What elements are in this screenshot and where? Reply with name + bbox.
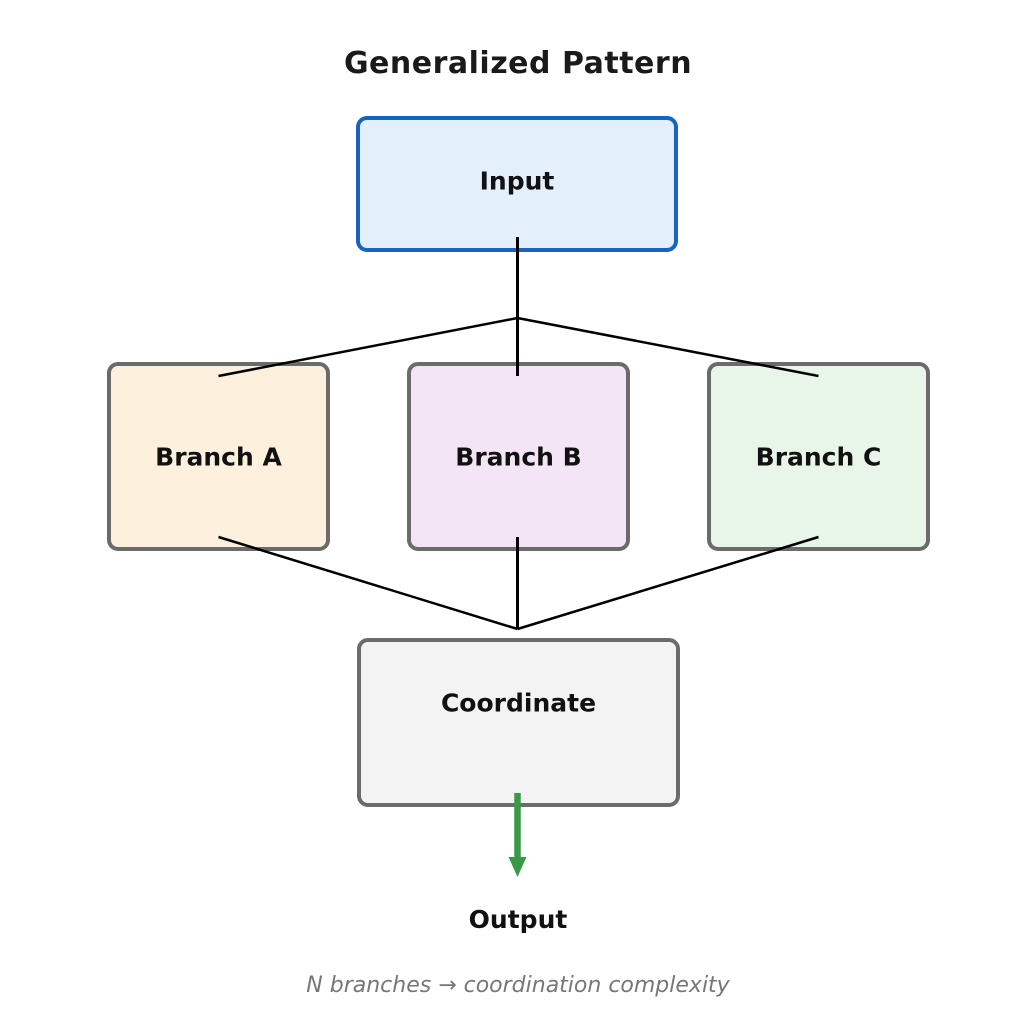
branch-c-node: Branch C [707,362,930,551]
branch-b-node-label: Branch B [455,442,582,471]
branch-a-node-label: Branch A [155,442,282,471]
input-node: Input [356,116,678,252]
output-label: Output [468,905,568,934]
output-arrow-head-icon [508,857,527,877]
coordinate-node: Coordinate [357,638,680,807]
branch-c-node-label: Branch C [755,442,882,471]
coordinate-node-label: Coordinate [440,688,597,718]
branch-b-node: Branch B [407,362,630,551]
caption-text: N branches → coordination complexity [306,973,730,998]
page-title: Generalized Pattern [343,46,693,81]
branch-a-node: Branch A [107,362,330,551]
input-node-label: Input [479,166,555,196]
